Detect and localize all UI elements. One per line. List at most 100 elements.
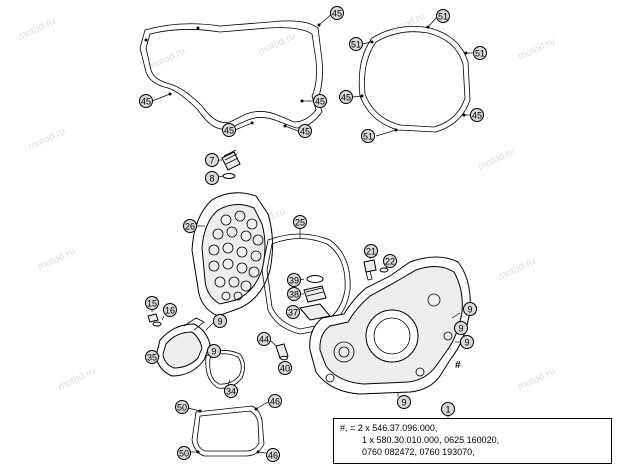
clutch-cover-gasket xyxy=(139,13,333,132)
callout-circle xyxy=(454,321,468,335)
callout-number: 8 xyxy=(209,174,214,184)
watermark: motod.ru xyxy=(517,366,557,393)
callout-circle xyxy=(441,402,455,416)
callout-circle xyxy=(313,94,327,108)
callout-circle xyxy=(139,94,153,108)
callout-number: 44 xyxy=(259,335,269,345)
callout-39: 39 xyxy=(287,273,301,287)
callout-number: 45 xyxy=(341,93,351,103)
callout-9: 9 xyxy=(454,321,468,335)
callout-44: 44 xyxy=(257,332,271,346)
callout-25: 25 xyxy=(293,215,307,229)
callout-circle xyxy=(278,361,292,375)
callout-number: 50 xyxy=(179,449,189,459)
callout-circle xyxy=(145,350,159,364)
callout-circle xyxy=(257,332,271,346)
watermark: motod.ru xyxy=(57,366,97,393)
callout-number: 26 xyxy=(185,222,195,232)
callout-circle xyxy=(175,400,189,414)
callout-number: 21 xyxy=(366,247,376,257)
callout-number: 45 xyxy=(300,127,310,137)
callout-46: 46 xyxy=(266,448,280,462)
drain-plug-set xyxy=(363,256,389,281)
callout-16: 16 xyxy=(163,303,177,317)
water-pump-cover xyxy=(155,317,215,377)
callout-circle xyxy=(213,314,227,328)
callout-number: 1 xyxy=(445,405,450,415)
callout-7: 7 xyxy=(205,153,219,167)
callout-number: 37 xyxy=(288,308,298,318)
callout-number: 16 xyxy=(165,306,175,316)
callout-9: 9 xyxy=(213,314,227,328)
callout-circle xyxy=(287,287,301,301)
callout-number: 39 xyxy=(289,276,299,286)
callout-circle xyxy=(364,244,378,258)
callout-number: 51 xyxy=(363,132,373,142)
callout-number: 9 xyxy=(458,324,463,334)
callout-1: 1 xyxy=(441,402,455,416)
note-line-3: 0760 082472, 0760 193070, xyxy=(362,447,475,457)
callout-circle xyxy=(298,124,312,138)
callout-51: 51 xyxy=(436,9,450,23)
callout-number: 35 xyxy=(147,353,157,363)
callout-35: 35 xyxy=(145,350,159,364)
callout-9: 9 xyxy=(397,395,411,409)
callout-circle xyxy=(460,335,474,349)
callout-circle xyxy=(293,215,307,229)
callout-number: 50 xyxy=(177,403,187,413)
watermark: motod.ru xyxy=(37,246,77,273)
callout-number: 9 xyxy=(217,317,222,327)
watermark: motod.ru xyxy=(257,31,297,58)
watermark-layer: motod.ru motod.ru motod.ru motod.ru moto… xyxy=(17,11,557,393)
callout-number: 34 xyxy=(226,387,236,397)
callout-circle xyxy=(224,384,238,398)
callout-circle xyxy=(145,296,159,310)
callout-number: 45 xyxy=(141,97,151,107)
callout-45: 45 xyxy=(222,123,236,137)
callout-8: 8 xyxy=(205,171,219,185)
callout-26: 26 xyxy=(183,219,197,233)
callout-number: 15 xyxy=(147,299,157,309)
callout-21: 21 xyxy=(364,244,378,258)
bolt-washer-set xyxy=(147,309,165,327)
callout-number: 45 xyxy=(332,9,342,19)
callout-number: 25 xyxy=(295,218,305,228)
callout-number: 51 xyxy=(351,40,361,50)
cover-gasket-ring xyxy=(261,229,351,335)
callout-circle xyxy=(205,171,219,185)
callout-circle xyxy=(183,219,197,233)
callout-number: 9 xyxy=(211,347,216,357)
callout-50: 50 xyxy=(175,400,189,414)
watermark: motod.ru xyxy=(27,126,67,153)
callout-9: 9 xyxy=(463,302,477,316)
callout-circle xyxy=(205,153,219,167)
callout-46: 46 xyxy=(268,394,282,408)
callout-45: 45 xyxy=(313,94,327,108)
callout-number: 46 xyxy=(268,451,278,461)
callout-circle xyxy=(470,108,484,122)
callout-circle xyxy=(397,395,411,409)
callout-number: 40 xyxy=(280,364,290,374)
callout-number: 51 xyxy=(438,12,448,22)
part-number-note: #, = 2 x 546.37.096.000, 1 x 580.30.010.… xyxy=(333,418,612,464)
note-line-2: 1 x 580.30.010.000, 0625 160020, xyxy=(362,435,500,445)
callout-circle xyxy=(177,446,191,460)
callout-circle xyxy=(207,344,221,358)
screw-washer-set xyxy=(269,339,289,365)
callout-45: 45 xyxy=(470,108,484,122)
callout-45: 45 xyxy=(139,94,153,108)
callout-circle xyxy=(266,448,280,462)
watermark: motod.ru xyxy=(17,16,57,43)
callout-51: 51 xyxy=(349,37,363,51)
callout-circle xyxy=(473,46,487,60)
callout-circle xyxy=(287,273,301,287)
callout-number: 45 xyxy=(472,111,482,121)
callout-circle xyxy=(349,37,363,51)
callout-number: 22 xyxy=(385,257,395,267)
callout-circle xyxy=(268,394,282,408)
callout-51: 51 xyxy=(473,46,487,60)
callout-45: 45 xyxy=(330,6,344,20)
callout-circle xyxy=(163,303,177,317)
